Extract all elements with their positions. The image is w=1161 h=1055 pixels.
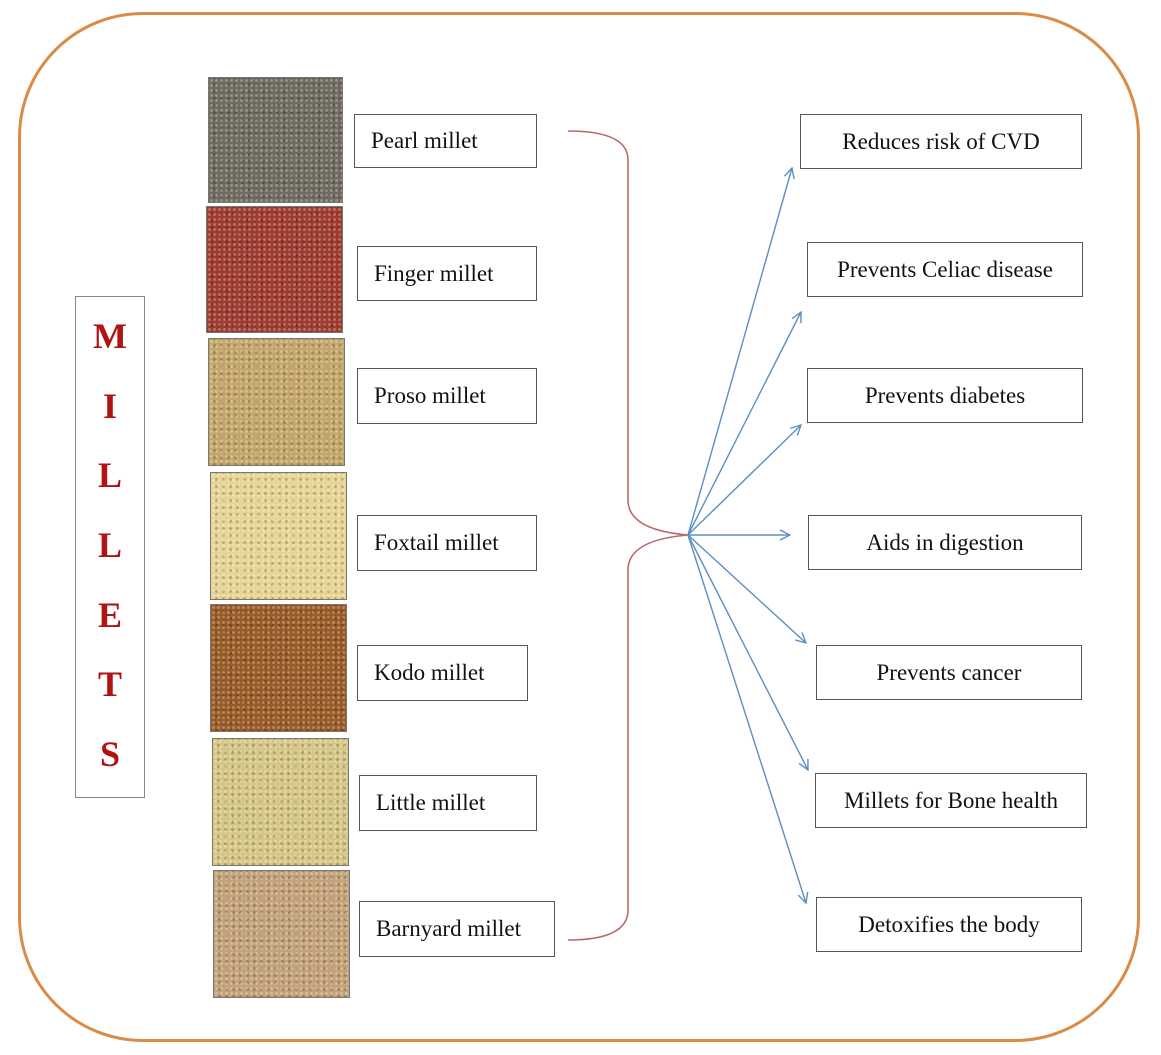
arrow-to-celiac (687, 312, 801, 536)
benefit-cancer-label: Prevents cancer (876, 659, 1022, 685)
benefit-celiac-box: Prevents Celiac disease (807, 242, 1083, 297)
benefit-bone-box: Millets for Bone health (815, 773, 1087, 828)
finger-millet-box: Finger millet (357, 246, 537, 301)
millets-title-box: M I L L E T S (75, 296, 145, 798)
finger-millet-label: Finger millet (374, 260, 494, 286)
benefit-cvd-label: Reduces risk of CVD (842, 128, 1040, 154)
rounded-frame (18, 12, 1140, 1042)
arrow-to-bone (687, 534, 808, 770)
pearl-millet-box: Pearl millet (354, 114, 537, 168)
kodo-millet-box: Kodo millet (357, 645, 528, 701)
finger-millet-swatch (206, 206, 343, 333)
barnyard-millet-swatch (213, 870, 350, 998)
benefit-digestion-label: Aids in digestion (866, 529, 1024, 555)
arrow-to-cancer (687, 534, 806, 643)
foxtail-millet-label: Foxtail millet (374, 530, 499, 555)
benefit-detox-label: Detoxifies the body (858, 911, 1040, 937)
arrow-to-cvd (687, 168, 792, 536)
benefit-digestion-box: Aids in digestion (808, 515, 1082, 570)
barnyard-millet-label: Barnyard millet (376, 916, 521, 941)
title-letter-t: T (97, 664, 122, 705)
benefit-bone-label: Millets for Bone health (844, 787, 1058, 813)
pearl-millet-swatch (208, 77, 343, 203)
foxtail-millet-swatch (210, 472, 347, 600)
little-millet-box: Little millet (359, 775, 537, 831)
little-millet-swatch (212, 738, 349, 866)
barnyard-millet-box: Barnyard millet (359, 901, 555, 957)
arrow-to-detox (687, 534, 806, 903)
proso-millet-swatch (208, 338, 345, 466)
title-letter-i: I (102, 385, 117, 426)
benefit-cancer-box: Prevents cancer (816, 645, 1082, 700)
little-millet-label: Little millet (376, 790, 486, 815)
kodo-millet-swatch (210, 604, 347, 732)
arrow-to-diabetes (687, 425, 801, 536)
foxtail-millet-box: Foxtail millet (357, 515, 537, 571)
title-letter-m: M (93, 315, 127, 356)
pearl-millet-label: Pearl millet (371, 128, 478, 153)
benefit-diabetes-box: Prevents diabetes (807, 368, 1083, 423)
title-letter-l2: L (97, 524, 122, 565)
benefit-detox-box: Detoxifies the body (816, 897, 1082, 952)
benefit-cvd-box: Reduces risk of CVD (800, 114, 1082, 169)
benefit-celiac-label: Prevents Celiac disease (837, 256, 1053, 282)
proso-millet-box: Proso millet (357, 368, 537, 424)
proso-millet-label: Proso millet (374, 383, 486, 408)
title-letter-l1: L (97, 455, 122, 496)
curly-brace (567, 130, 689, 941)
title-letter-s: S (99, 734, 121, 775)
kodo-millet-label: Kodo millet (374, 660, 485, 685)
title-letter-e: E (97, 594, 122, 635)
benefit-diabetes-label: Prevents diabetes (864, 382, 1026, 408)
